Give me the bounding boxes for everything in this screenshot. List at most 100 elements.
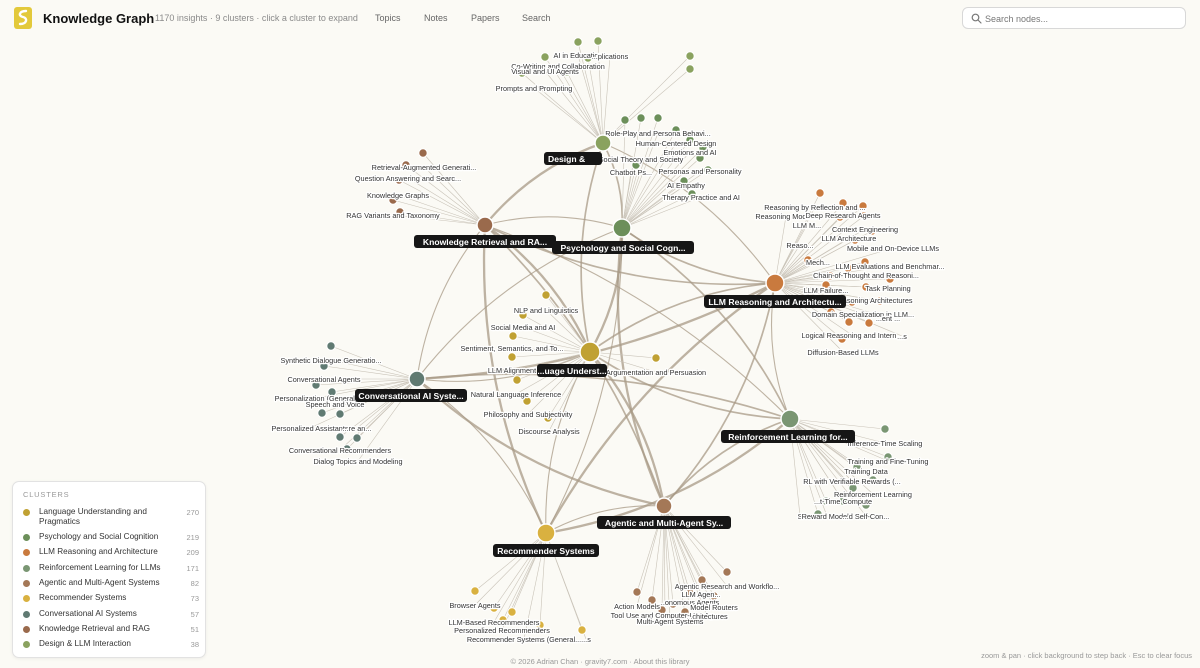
topic-label-llmr[interactable]: ...s [896, 331, 909, 343]
topic-label-conv[interactable]: Dialog Topics and Modeling [312, 456, 404, 468]
topic-label-rec[interactable]: Recommender Systems (General... [466, 634, 583, 646]
topic-dot-psych[interactable] [631, 160, 641, 170]
topic-label-krag[interactable]: Question Answering and Searc... [354, 173, 463, 185]
topic-dot-rec[interactable] [498, 615, 508, 625]
cluster-label-lang[interactable]: ...uage Underst... [537, 366, 606, 376]
topic-dot-llmr[interactable] [835, 212, 845, 222]
topic-dot-conv[interactable] [319, 361, 329, 371]
topic-dot-krag[interactable] [401, 160, 411, 170]
cluster-label-conv[interactable]: Conversational AI Syste... [358, 391, 463, 401]
topic-dot-llmr[interactable] [858, 201, 868, 211]
topic-label-psych[interactable]: Chatbot Ps... [609, 167, 654, 179]
topic-dot-design[interactable] [540, 52, 550, 62]
topic-dot-rl[interactable] [868, 475, 878, 485]
topic-dot-rec[interactable] [577, 625, 587, 635]
topic-label-rl[interactable]: Training Data [843, 466, 890, 478]
topic-dot-llmr[interactable] [847, 297, 857, 307]
topic-dot-rec[interactable] [489, 603, 499, 613]
cluster-label-agent[interactable]: Agentic and Multi-Agent Sy... [605, 518, 723, 528]
topic-label-psych[interactable]: Social Theory and Society [597, 154, 685, 166]
topic-dot-rl[interactable] [848, 483, 858, 493]
topic-label-krag[interactable]: RAG Variants and Taxonomy [345, 210, 441, 222]
topic-dot-rl[interactable] [813, 509, 823, 519]
topic-dot-agent[interactable] [668, 599, 678, 609]
topic-dot-agent[interactable] [647, 595, 657, 605]
topic-label-rl[interactable]: Training and Fine-Tuning [846, 456, 930, 468]
topic-label-llmr[interactable]: Reasoning Mode... [754, 211, 818, 223]
topic-label-rec[interactable]: Browser Agents [448, 600, 502, 612]
topic-label-psych[interactable]: Role-Play and Persona Behavi... [604, 128, 712, 140]
topic-label-llmr[interactable]: Deep Research Agents [804, 210, 882, 222]
cluster-hub-rl[interactable] [780, 409, 800, 429]
cluster-label-design[interactable]: Design & [548, 154, 585, 164]
topic-label-rl[interactable]: ...d Self-Con... [841, 511, 890, 523]
topic-dot-psych[interactable] [653, 113, 663, 123]
cluster-node-conv[interactable]: Conversational AI Syste... [355, 370, 467, 402]
cluster-node-rl[interactable]: Reinforcement Learning for... [721, 409, 855, 443]
topic-dot-llmr[interactable] [825, 271, 835, 281]
topic-dot-psych[interactable] [695, 153, 705, 163]
topic-dot-krag[interactable] [388, 195, 398, 205]
topic-dot-conv[interactable] [326, 341, 336, 351]
topic-label-conv[interactable]: Personalized Assistants [270, 423, 350, 435]
topic-dot-lang[interactable] [507, 352, 517, 362]
cluster-hub-agent[interactable] [655, 497, 673, 515]
cluster-hub-rec[interactable] [536, 523, 556, 543]
topic-dot-design[interactable] [685, 51, 695, 61]
topic-label-llmr[interactable]: Mobile and On-Device LLMs [846, 243, 941, 255]
topic-label-rl[interactable]: RL with Verifiable Rewards (... [802, 476, 902, 488]
topic-label-lang[interactable]: Argumentation and Persuasion [605, 367, 708, 379]
topic-label-agent[interactable]: Action Models [613, 601, 662, 613]
topic-dot-rl[interactable] [880, 424, 890, 434]
topic-label-llmr[interactable]: Context Engineering [831, 224, 900, 236]
topic-label-krag[interactable]: Retrieval-Augmented Generati... [370, 162, 477, 174]
cluster-node-design[interactable]: Design & [544, 134, 612, 165]
topic-label-conv[interactable]: Conversational Agents [286, 374, 362, 386]
nav-search[interactable]: Search [522, 13, 551, 23]
topic-label-psych[interactable]: AI Empathy [666, 180, 707, 192]
topic-label-psych[interactable]: Therapy Practice and AI [661, 192, 741, 204]
topic-label-llmr[interactable]: Diffusion-Based LLMs [806, 347, 880, 359]
topic-label-psych[interactable]: Personas and Personality [657, 166, 743, 178]
topic-label-lang[interactable]: Philosophy and Subjectivity [482, 409, 574, 421]
topic-label-llmr[interactable]: Logical Reasoning and Intern... [800, 330, 904, 342]
topic-dot-psych[interactable] [636, 113, 646, 123]
topic-dot-conv[interactable] [335, 432, 345, 442]
topic-label-llmr[interactable]: Domain Specialization in LLM... [811, 309, 916, 321]
search-input[interactable] [985, 11, 1180, 26]
nav-notes[interactable]: Notes [424, 13, 448, 23]
topic-dot-agent[interactable] [657, 605, 667, 615]
cluster-hub-llmr[interactable] [765, 273, 785, 293]
topic-dot-psych[interactable] [620, 115, 630, 125]
topic-dot-krag[interactable] [395, 207, 405, 217]
topic-dot-design[interactable] [583, 53, 593, 63]
topic-label-conv[interactable]: ...re an... [341, 423, 372, 435]
topic-dot-lang[interactable] [508, 331, 518, 341]
topic-label-llmr[interactable]: Mech... [805, 257, 832, 269]
cluster-hub-krag[interactable] [476, 216, 494, 234]
topic-dot-krag[interactable] [394, 175, 404, 185]
topic-dot-psych[interactable] [671, 125, 681, 135]
topic-dot-llmr[interactable] [843, 263, 853, 273]
topic-label-llmr[interactable]: Reasoning by Reflection and ... [763, 202, 867, 214]
topic-dot-llmr[interactable] [838, 198, 848, 208]
topic-label-conv[interactable]: Synthetic Dialogue Generatio... [279, 355, 383, 367]
cluster-hub-psych[interactable] [612, 218, 632, 238]
cluster-node-rec[interactable]: Recommender Systems [493, 523, 599, 557]
topic-label-design[interactable]: AI in Education [552, 50, 604, 62]
topic-dot-llmr[interactable] [867, 226, 877, 236]
topic-dot-psych[interactable] [679, 176, 689, 186]
topic-label-agent[interactable]: ...onomous Agents [657, 597, 720, 609]
topic-dot-llmr[interactable] [885, 274, 895, 284]
cluster-label-rec[interactable]: Recommender Systems [497, 546, 595, 556]
topic-label-agent[interactable]: ...chitectures [685, 611, 729, 623]
topic-label-llmr[interactable]: LLM Failure... [802, 285, 849, 297]
topic-label-conv[interactable]: Personalization (General) [273, 393, 358, 405]
cluster-hub-conv[interactable] [408, 370, 426, 388]
search-box[interactable] [962, 7, 1186, 29]
topic-label-llmr[interactable]: Reasoning Architectures [832, 295, 914, 307]
